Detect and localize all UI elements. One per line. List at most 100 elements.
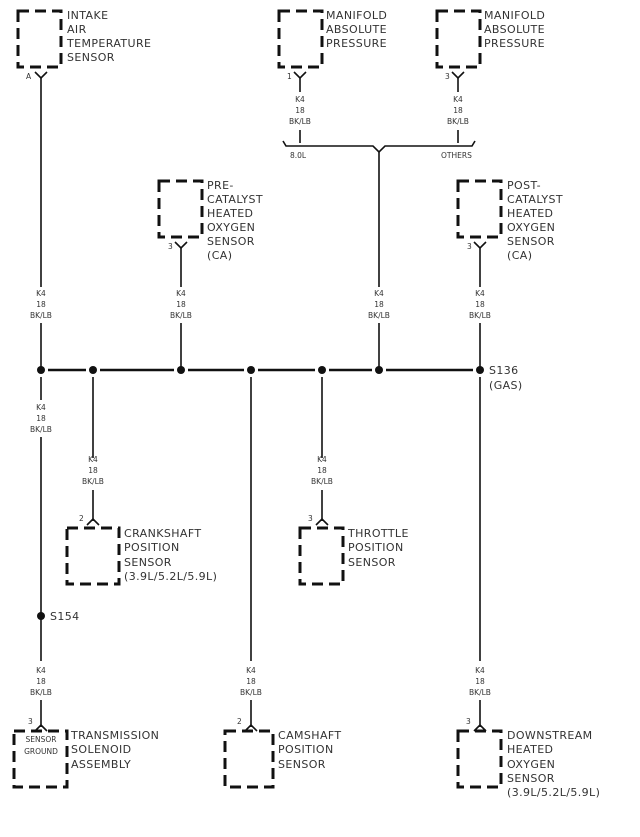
connector-male-icon [244, 723, 258, 732]
connector-male-icon [473, 723, 487, 732]
wire-label: K4 18 BK/LB [82, 455, 104, 486]
label-line: (CA) [207, 249, 232, 262]
svg-text:K4: K4 [374, 289, 384, 298]
svg-text:18: 18 [475, 677, 485, 686]
wire-label: K4 18 BK/LB [170, 289, 192, 320]
splice-bus: S136 (GAS) [37, 364, 523, 392]
label-line: PRE- [207, 179, 234, 192]
component-box [298, 526, 345, 586]
component-box [16, 9, 63, 69]
pin-number: 2 [79, 514, 84, 523]
connector-female-icon [451, 71, 465, 80]
pin-number: 3 [168, 242, 173, 251]
downstream-oxygen-sensor: 3 DOWNSTREAM HEATED OXYGEN SENSOR (3.9L/… [456, 717, 600, 799]
label-line: ABSOLUTE [484, 23, 545, 36]
connector-male-icon [86, 517, 100, 526]
connector-male-icon [34, 723, 48, 732]
component-box [12, 729, 69, 789]
svg-text:K4: K4 [475, 289, 485, 298]
svg-text:BK/LB: BK/LB [30, 425, 52, 434]
label-line: PRESSURE [484, 37, 545, 50]
svg-text:K4: K4 [295, 95, 305, 104]
label-line: DOWNSTREAM [507, 729, 593, 742]
label-line: TRANSMISSION [70, 729, 159, 742]
wire-label: K4 18 BK/LB [368, 289, 390, 320]
label-line: POSITION [348, 541, 404, 554]
splice-dot [318, 366, 326, 374]
splice-s154-label: S154 [50, 610, 80, 623]
wire-label: K4 18 BK/LB [240, 666, 262, 697]
svg-text:18: 18 [374, 300, 384, 309]
svg-text:18: 18 [453, 106, 463, 115]
splice-dot [177, 366, 185, 374]
label-line: INTAKE [67, 9, 108, 22]
label-line: SENSOR [507, 772, 555, 785]
wire-label: K4 18 BK/LB [469, 289, 491, 320]
pin-number: 3 [466, 717, 471, 726]
label-line: POST- [507, 179, 541, 192]
label-line: SENSOR [507, 235, 555, 248]
svg-text:K4: K4 [317, 455, 327, 464]
component-box [456, 179, 503, 239]
label-line: CATALYST [507, 193, 563, 206]
label-line: SENSOR [67, 51, 115, 64]
component-box [65, 526, 121, 586]
label-line: TEMPERATURE [66, 37, 151, 50]
svg-text:18: 18 [317, 466, 327, 475]
component-box [223, 729, 275, 789]
label-line: OXYGEN [207, 221, 255, 234]
wire-label: K4 18 BK/LB [469, 666, 491, 697]
svg-text:BK/LB: BK/LB [240, 688, 262, 697]
post-catalyst-oxygen-sensor: POST- CATALYST HEATED OXYGEN SENSOR (CA)… [456, 179, 563, 262]
svg-text:K4: K4 [36, 289, 46, 298]
label-line: HEATED [507, 743, 553, 756]
label-line: PRESSURE [326, 37, 387, 50]
pin-number: 3 [445, 72, 450, 81]
svg-text:BK/LB: BK/LB [170, 311, 192, 320]
splice-dot [37, 612, 45, 620]
connector-female-icon [293, 71, 307, 80]
intake-air-temperature-sensor: INTAKE AIR TEMPERATURE SENSOR A [16, 9, 151, 81]
inner-label: SENSOR [26, 735, 57, 744]
label-line: HEATED [207, 207, 253, 220]
label-line: OXYGEN [507, 758, 555, 771]
component-box [277, 9, 324, 69]
splice-dot [37, 366, 45, 374]
splice-dot [375, 366, 383, 374]
svg-text:K4: K4 [246, 666, 256, 675]
connector-female-icon [174, 241, 188, 250]
svg-text:BK/LB: BK/LB [30, 688, 52, 697]
brace-label-right: OTHERS [441, 151, 472, 160]
crankshaft-position-sensor: 2 CRANKSHAFT POSITION SENSOR (3.9L/5.2L/… [65, 514, 217, 586]
label-line: SENSOR [124, 556, 172, 569]
label-line: CATALYST [207, 193, 263, 206]
pin-number: 3 [308, 514, 313, 523]
label-line: SENSOR [278, 758, 326, 771]
component-box [456, 729, 503, 789]
svg-text:BK/LB: BK/LB [82, 477, 104, 486]
svg-text:18: 18 [475, 300, 485, 309]
label-line: THROTTLE [347, 527, 409, 540]
svg-text:K4: K4 [176, 289, 186, 298]
label-line: ASSEMBLY [71, 758, 131, 771]
label-line: CAMSHAFT [278, 729, 342, 742]
connector-female-icon [473, 241, 487, 250]
map-sensor-8-0l: MANIFOLD ABSOLUTE PRESSURE 1 [277, 9, 387, 81]
svg-text:BK/LB: BK/LB [30, 311, 52, 320]
component-box [435, 9, 482, 69]
wire-label: K4 18 BK/LB [30, 403, 52, 434]
throttle-position-sensor: 3 THROTTLE POSITION SENSOR [298, 514, 409, 586]
wire-label: K4 18 BK/LB [30, 666, 52, 697]
svg-text:BK/LB: BK/LB [289, 117, 311, 126]
wire-label: K4 18 BK/LB [311, 455, 333, 486]
label-line: SOLENOID [71, 743, 132, 756]
pre-catalyst-oxygen-sensor: PRE- CATALYST HEATED OXYGEN SENSOR (CA) … [157, 179, 263, 262]
label-line: SENSOR [348, 556, 396, 569]
splice-dot [89, 366, 97, 374]
svg-text:K4: K4 [88, 455, 98, 464]
wire-label: K4 18 BK/LB [30, 289, 52, 320]
svg-text:BK/LB: BK/LB [311, 477, 333, 486]
splice-s136-note: (GAS) [489, 379, 523, 392]
connector-male-icon [315, 517, 329, 526]
